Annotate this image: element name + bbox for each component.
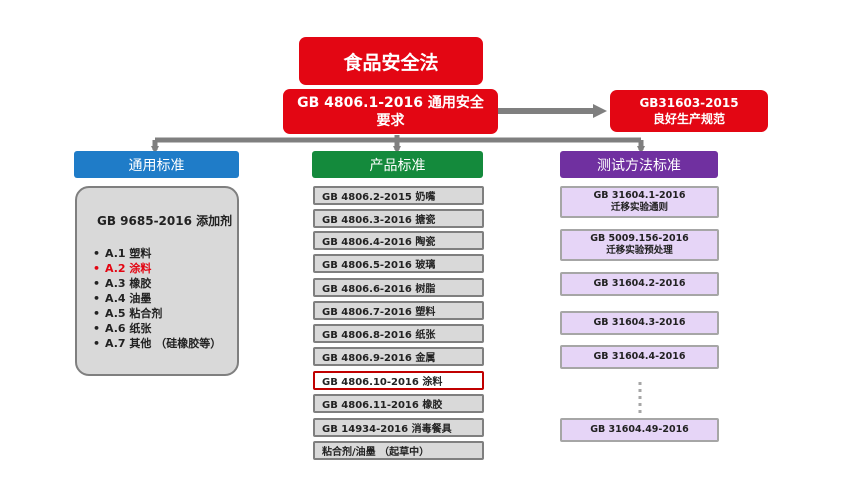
product-standard-item: GB 4806.7-2016 塑料 [313,301,484,320]
additive-list-item: • A.7 其他 （硅橡胶等） [93,335,221,351]
test-method-item: GB 31604.4-2016 [560,345,719,369]
test-method-label: 迁移实验预处理 [606,245,673,256]
product-standard-item: GB 4806.8-2016 纸张 [313,324,484,343]
general-safety-label: GB 4806.1-2016 通用安全要求 [297,94,484,129]
gmp-code: GB31603-2015 [639,96,739,110]
test-method-label: GB 31604.2-2016 [593,278,686,289]
product-standard-item: GB 4806.9-2016 金属 [313,347,484,366]
bullet-icon: • [93,247,101,260]
general-standards-header: 通用标准 [74,151,239,178]
product-standard-item: GB 4806.3-2016 搪瓷 [313,209,484,228]
bullet-icon: • [93,322,101,335]
test-method-standards-label: 测试方法标准 [597,157,681,174]
test-method-label: GB 31604.4-2016 [593,351,686,362]
test-method-label: GB 31604.49-2016 [590,424,689,435]
product-standard-item: GB 14934-2016 消毒餐具 [313,418,484,437]
general-standards-label: 通用标准 [128,157,185,174]
additive-list-label: A.4 油墨 [105,292,152,305]
additive-list-item: • A.6 纸张 [93,320,151,336]
test-method-label: GB 31604.1-2016 [593,190,686,201]
bullet-icon: • [93,277,101,290]
additives-title: GB 9685-2016 添加剂 [97,214,233,228]
test-method-item: GB 31604.3-2016 [560,311,719,335]
product-standards-label: 产品标准 [369,157,426,174]
additive-list-label: A.6 纸张 [105,322,152,335]
test-method-label: 迁移实验通则 [610,202,668,213]
bullet-icon: • [93,337,101,350]
test-method-label: GB 31604.3-2016 [593,317,686,328]
additive-list-label: A.1 塑料 [105,247,152,260]
product-standard-item: GB 4806.6-2016 树脂 [313,278,484,297]
bullet-icon: • [93,292,101,305]
test-method-item: GB 31604.49-2016 [560,418,719,442]
additive-list-item: • A.3 橡胶 [93,275,151,291]
test-method-label: GB 5009.156-2016 [590,233,689,244]
additive-list-item: • A.4 油墨 [93,290,151,306]
gmp-title: 良好生产规范 [652,112,725,126]
product-standard-item: GB 4806.5-2016 玻璃 [313,254,484,273]
product-standard-item: 粘合剂/油墨 （起草中） [313,441,484,460]
general-safety-box: GB 4806.1-2016 通用安全要求 [283,89,498,134]
additive-list-label: A.7 其他 （硅橡胶等） [105,337,222,350]
additives-panel: GB 9685-2016 添加剂 • A.1 塑料 • A.2 涂料 • A.3 橡胶 • A… [75,186,239,376]
additive-list-label: A.3 橡胶 [105,277,152,290]
additive-list-item: • A.5 粘合剂 [93,305,162,321]
food-safety-law-box: 食品安全法 [299,37,483,85]
additive-list-label: A.2 涂料 [105,262,152,275]
bullet-icon: • [93,307,101,320]
bullet-icon: • [93,262,101,275]
test-method-standards-header: 测试方法标准 [560,151,718,178]
product-standard-item: GB 4806.4-2016 陶瓷 [313,231,484,250]
product-standard-item: GB 4806.11-2016 橡胶 [313,394,484,413]
gmp-box: GB31603-2015 良好生产规范 [610,90,768,132]
product-standards-header: 产品标准 [312,151,483,178]
product-standard-item: GB 4806.2-2015 奶嘴 [313,186,484,205]
additive-list-label: A.5 粘合剂 [105,307,163,320]
additive-list-item: • A.1 塑料 [93,245,151,261]
food-safety-law-label: 食品安全法 [343,51,439,74]
test-method-item: GB 31604.2-2016 [560,272,719,296]
product-standard-item: GB 4806.10-2016 涂料 [313,371,484,390]
additive-list-item: • A.2 涂料 [93,260,151,276]
